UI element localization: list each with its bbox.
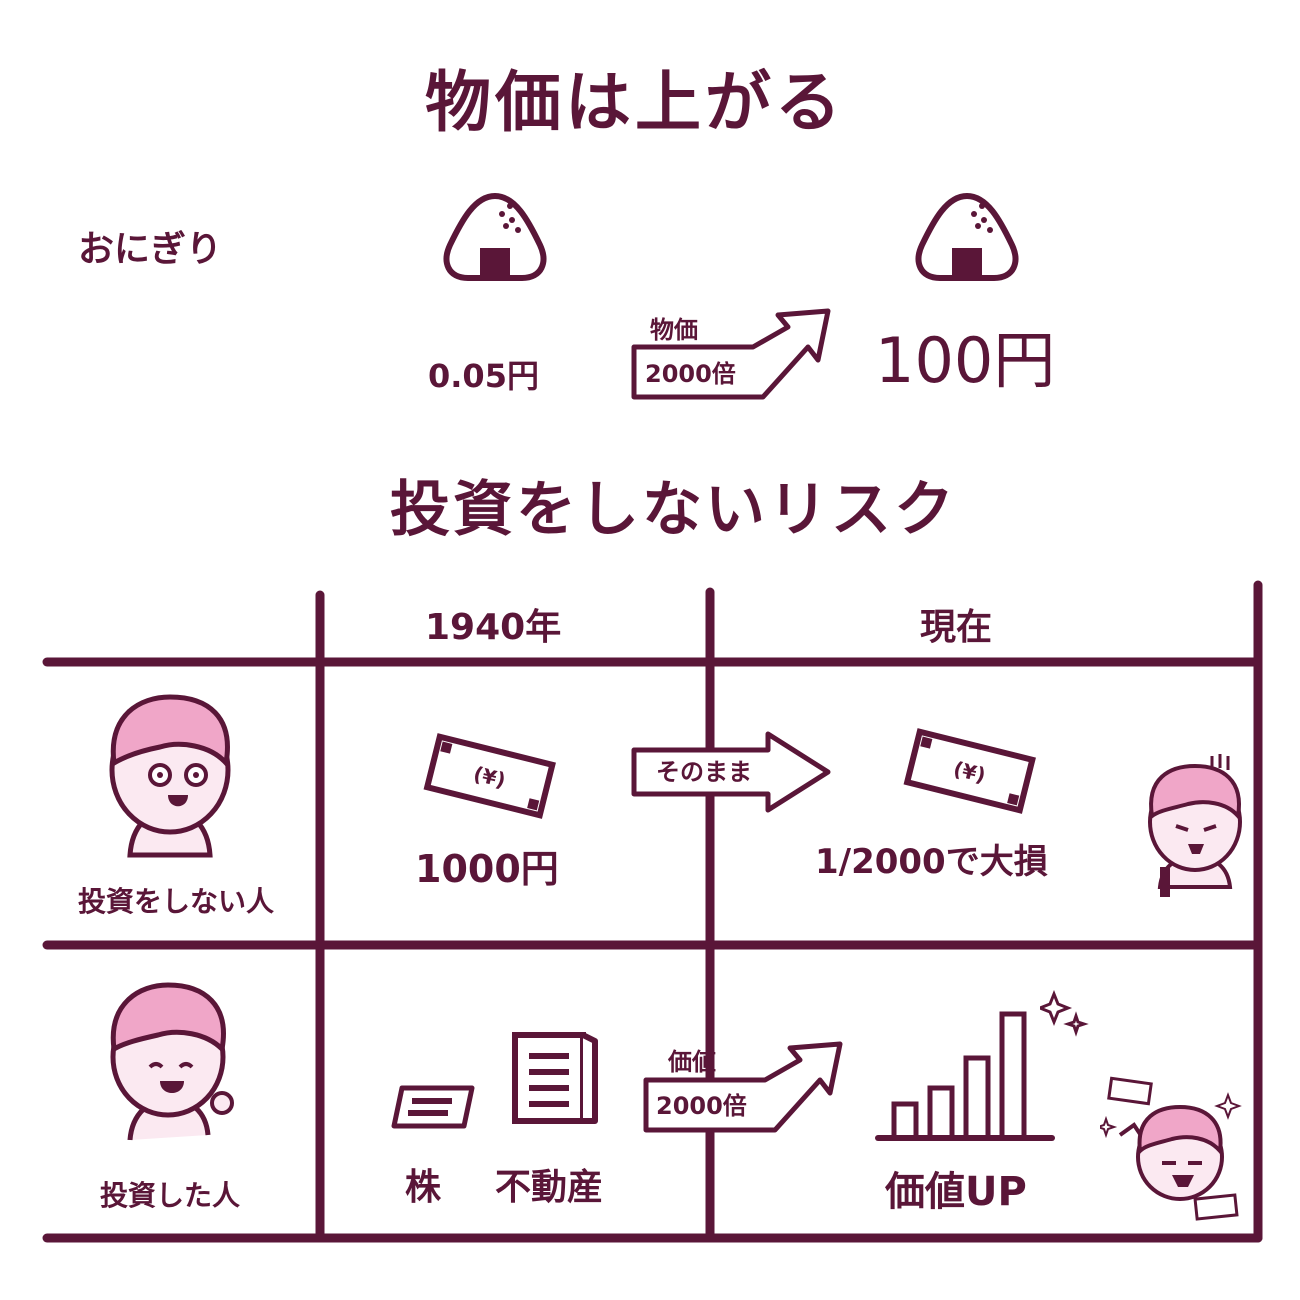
building-icon	[512, 1032, 598, 1124]
happy-person-icon	[110, 982, 234, 1141]
sparkle-icon	[1040, 990, 1089, 1037]
result-now-no-invest: 1/2000で大損	[815, 842, 1048, 882]
cheering-person-icon	[1100, 1076, 1242, 1221]
asset-realestate-label: 不動産	[495, 1167, 604, 1208]
asset-stock-label: 株	[405, 1167, 442, 1208]
column-header-now: 現在	[920, 607, 993, 648]
onigiri-icon-before	[443, 193, 547, 281]
result-now-invest: 価値UP	[885, 1169, 1027, 1215]
onigiri-label: おにぎり	[78, 229, 223, 270]
title-price-rise: 物価は上がる	[425, 64, 845, 141]
price-before: 0.05円	[428, 357, 539, 395]
value-arrow-top: 価値	[668, 1048, 716, 1076]
banknote-icon-1940: (¥)	[423, 733, 556, 819]
title-no-invest-risk: 投資をしないリスク	[390, 475, 957, 545]
crying-person-icon	[1148, 754, 1242, 897]
price-arrow-bottom: 2000倍	[645, 360, 736, 388]
row-label-no-invest: 投資をしない人	[78, 885, 275, 918]
bar-chart-icon	[875, 1011, 1055, 1141]
price-up-arrow	[631, 308, 831, 400]
onigiri-icon-after	[915, 193, 1019, 281]
stock-certificate-icon	[391, 1085, 475, 1129]
same-arrow	[631, 731, 831, 813]
price-after: 100円	[875, 324, 1056, 397]
row-label-invest: 投資した人	[100, 1179, 241, 1212]
value-arrow-bottom: 2000倍	[656, 1092, 747, 1120]
column-header-1940: 1940年	[425, 607, 562, 648]
banknote-icon-now: (¥)	[903, 728, 1036, 814]
value-up-arrow	[643, 1041, 843, 1133]
price-arrow-top: 物価	[650, 316, 698, 344]
worried-person-icon	[109, 694, 231, 858]
amount-1940: 1000円	[415, 847, 559, 891]
same-arrow-label: そのまま	[656, 758, 752, 786]
